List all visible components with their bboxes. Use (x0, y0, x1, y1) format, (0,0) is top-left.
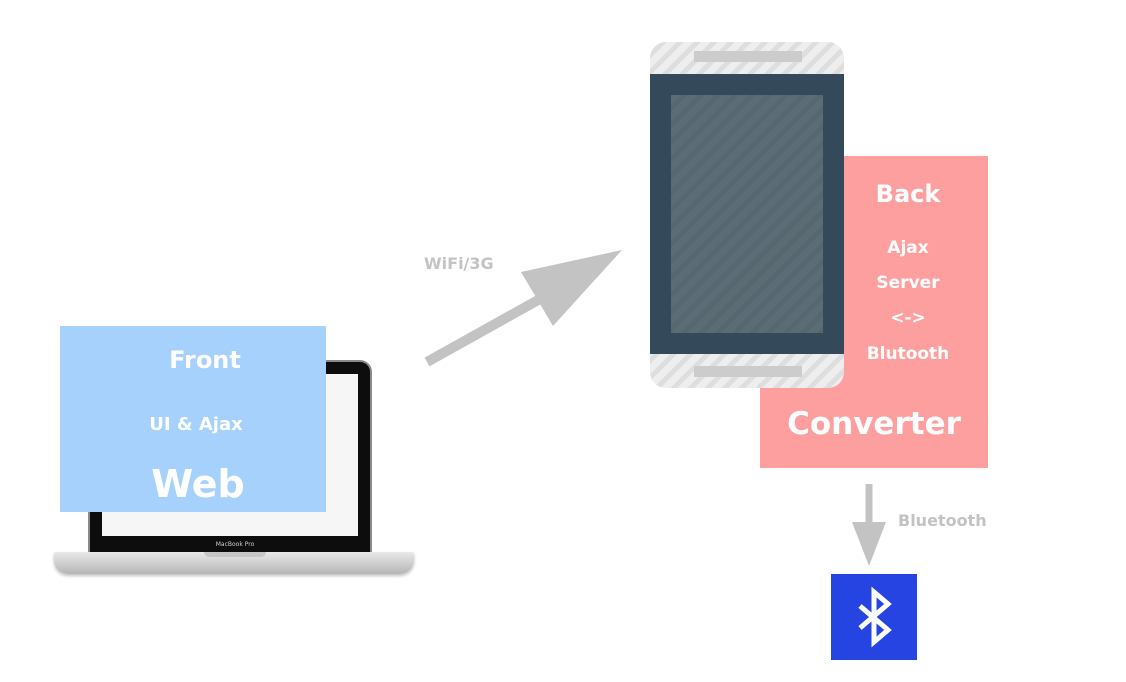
wifi-label: WiFi/3G (424, 254, 494, 273)
wifi-arrow-head (521, 250, 622, 326)
back-line-blutooth: Blutooth (866, 344, 950, 364)
front-title: Front (169, 346, 241, 374)
phone-home-bar (694, 366, 802, 377)
front-subtitle: UI & Ajax (149, 414, 243, 435)
back-line-ajax: Ajax (887, 238, 929, 258)
bluetooth-icon (858, 586, 892, 648)
front-web-label: Web (151, 462, 245, 506)
laptop-brand-text: MacBook Pro (215, 541, 255, 548)
back-converter-label: Converter (787, 406, 961, 442)
back-title: Back (875, 180, 941, 208)
back-line-server: Server (876, 273, 940, 293)
back-line-arrows: <-> (890, 308, 926, 328)
bluetooth-arrow-head (852, 522, 886, 566)
phone-screen (671, 95, 823, 333)
front-box (60, 326, 326, 512)
bluetooth-label: Bluetooth (898, 511, 987, 530)
laptop-base (54, 552, 414, 574)
laptop-notch (204, 552, 266, 557)
phone-speaker (694, 51, 802, 62)
bluetooth-badge (831, 574, 917, 660)
